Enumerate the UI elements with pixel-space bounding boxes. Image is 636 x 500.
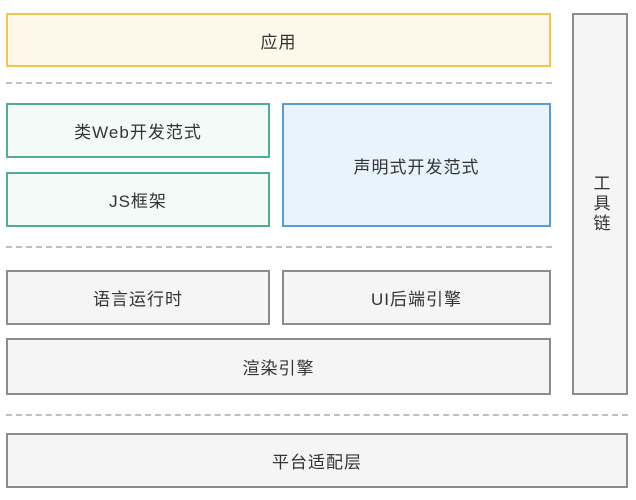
- layer-app: 应用: [6, 13, 551, 67]
- dashed-divider-bottom: [6, 414, 628, 416]
- layer-ui-backend-engine-label: UI后端引擎: [371, 290, 462, 309]
- dashed-divider-middle: [6, 246, 552, 248]
- layer-web-paradigm: 类Web开发范式: [6, 103, 270, 158]
- dashed-divider-top: [6, 82, 552, 84]
- layer-js-framework-label: JS框架: [109, 192, 167, 211]
- layer-render-engine-label: 渲染引擎: [242, 359, 315, 378]
- layer-toolchain-label: 工具链: [590, 174, 610, 234]
- layer-declarative-paradigm: 声明式开发范式: [282, 103, 551, 227]
- layer-ui-backend-engine: UI后端引擎: [282, 270, 551, 325]
- layer-app-label: 应用: [260, 32, 297, 52]
- layer-web-paradigm-label: 类Web开发范式: [74, 123, 202, 142]
- layer-render-engine: 渲染引擎: [6, 338, 551, 395]
- layer-js-framework: JS框架: [6, 172, 270, 227]
- layer-platform-adaptation: 平台适配层: [6, 433, 628, 488]
- layer-toolchain: 工具链: [572, 13, 628, 395]
- layer-language-runtime: 语言运行时: [6, 270, 270, 325]
- layer-platform-adaptation-label: 平台适配层: [272, 453, 362, 472]
- layer-declarative-paradigm-label: 声明式开发范式: [353, 157, 480, 177]
- layer-language-runtime-label: 语言运行时: [93, 290, 183, 309]
